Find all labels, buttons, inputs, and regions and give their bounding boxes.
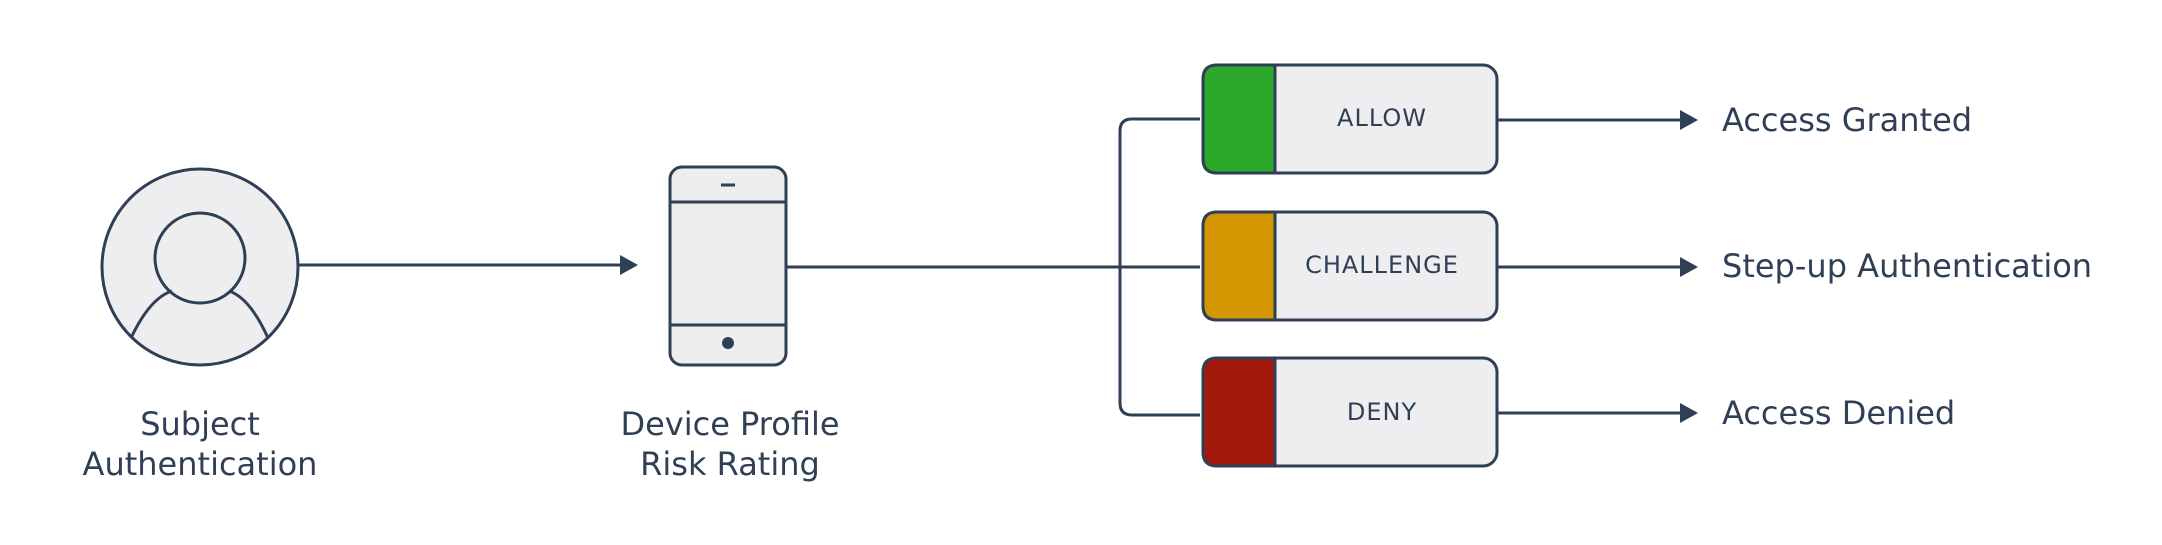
phone-icon [668,165,788,367]
arrow-to-outcome-challenge [1497,257,1698,277]
arrow-to-outcome-deny [1497,403,1698,423]
connector-device-to-decisions [786,117,1200,417]
outcome-step-up-authentication: Step-up Authentication [1722,247,2093,285]
device-label: Device Profile Risk Rating [620,404,839,484]
subject-label-line2: Authentication [82,445,318,483]
status-swatch-challenge [1201,210,1277,322]
status-swatch-deny [1201,356,1277,468]
arrow-to-outcome-allow [1497,110,1698,130]
decision-deny-label: DENY [1346,398,1418,426]
device-label-line1: Device Profile [620,405,840,443]
device-label-line2: Risk Rating [640,445,820,483]
arrow-subject-to-device [298,255,638,275]
subject-label: Subject Authentication [83,404,318,484]
status-swatch-allow [1201,63,1277,175]
outcome-access-denied: Access Denied [1722,394,1956,432]
user-avatar-icon [100,167,300,367]
decision-box-challenge [1201,210,1499,322]
decision-challenge-label: CHALLENGE [1305,251,1459,279]
subject-label-line1: Subject [140,405,260,443]
decision-box-deny [1201,356,1499,468]
outcome-access-granted: Access Granted [1722,101,1973,139]
decision-allow-label: ALLOW [1337,104,1427,132]
